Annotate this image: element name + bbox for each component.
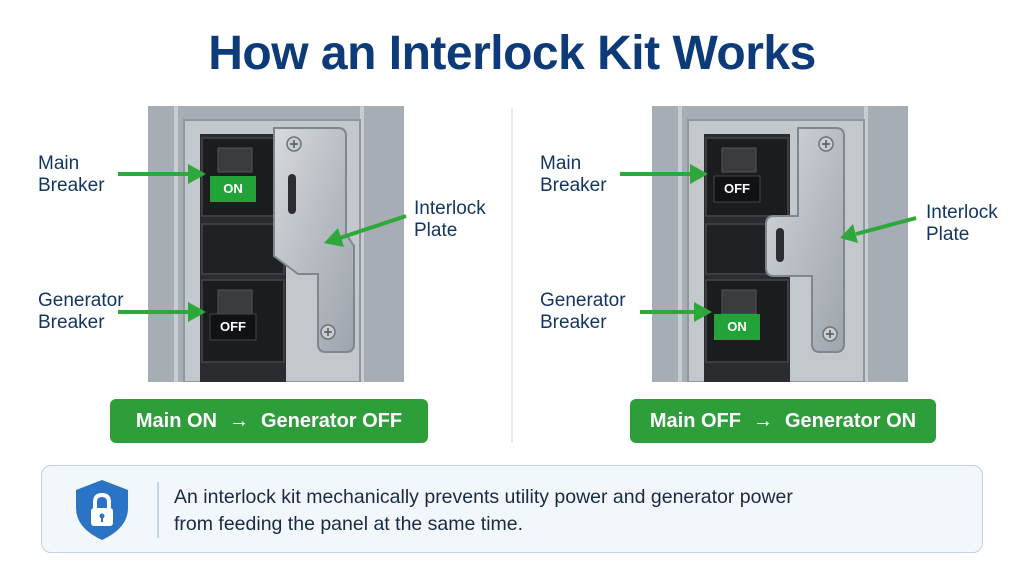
center-divider: [511, 108, 513, 443]
arrow-interlock-plate-left: [339, 214, 407, 240]
left-generator-breaker-label: Generator Breaker: [38, 290, 124, 333]
right-main-breaker-state: OFF: [724, 181, 750, 196]
left-interlock-plate-label: Interlock Plate: [414, 198, 486, 241]
left-main-breaker-label: Main Breaker: [38, 153, 105, 196]
interlock-plate: [765, 127, 845, 353]
left-breaker-panel-illustration: [148, 106, 404, 382]
info-separator: [157, 482, 159, 538]
right-breaker-panel-illustration: [652, 106, 908, 382]
page-title: How an Interlock Kit Works: [208, 27, 816, 80]
left-generator-breaker-state: OFF: [220, 319, 246, 334]
right-interlock-plate-label: Interlock Plate: [926, 202, 998, 245]
generator-breaker-switch: [209, 313, 257, 341]
main-breaker-switch: [210, 176, 256, 202]
info-box: An interlock kit mechanically prevents u…: [41, 465, 983, 553]
left-state-caption: Main ON → Generator OFF: [110, 399, 428, 443]
right-generator-breaker-label: Generator Breaker: [540, 290, 626, 333]
right-generator-breaker-state: ON: [727, 319, 747, 334]
info-text: An interlock kit mechanically prevents u…: [174, 486, 793, 535]
right-state-caption: Main OFF → Generator ON: [630, 399, 936, 443]
shield-lock-icon: [76, 480, 128, 540]
left-main-breaker-state: ON: [223, 181, 243, 196]
arrow-interlock-plate-right: [855, 216, 917, 236]
right-main-breaker-label: Main Breaker: [540, 153, 607, 196]
